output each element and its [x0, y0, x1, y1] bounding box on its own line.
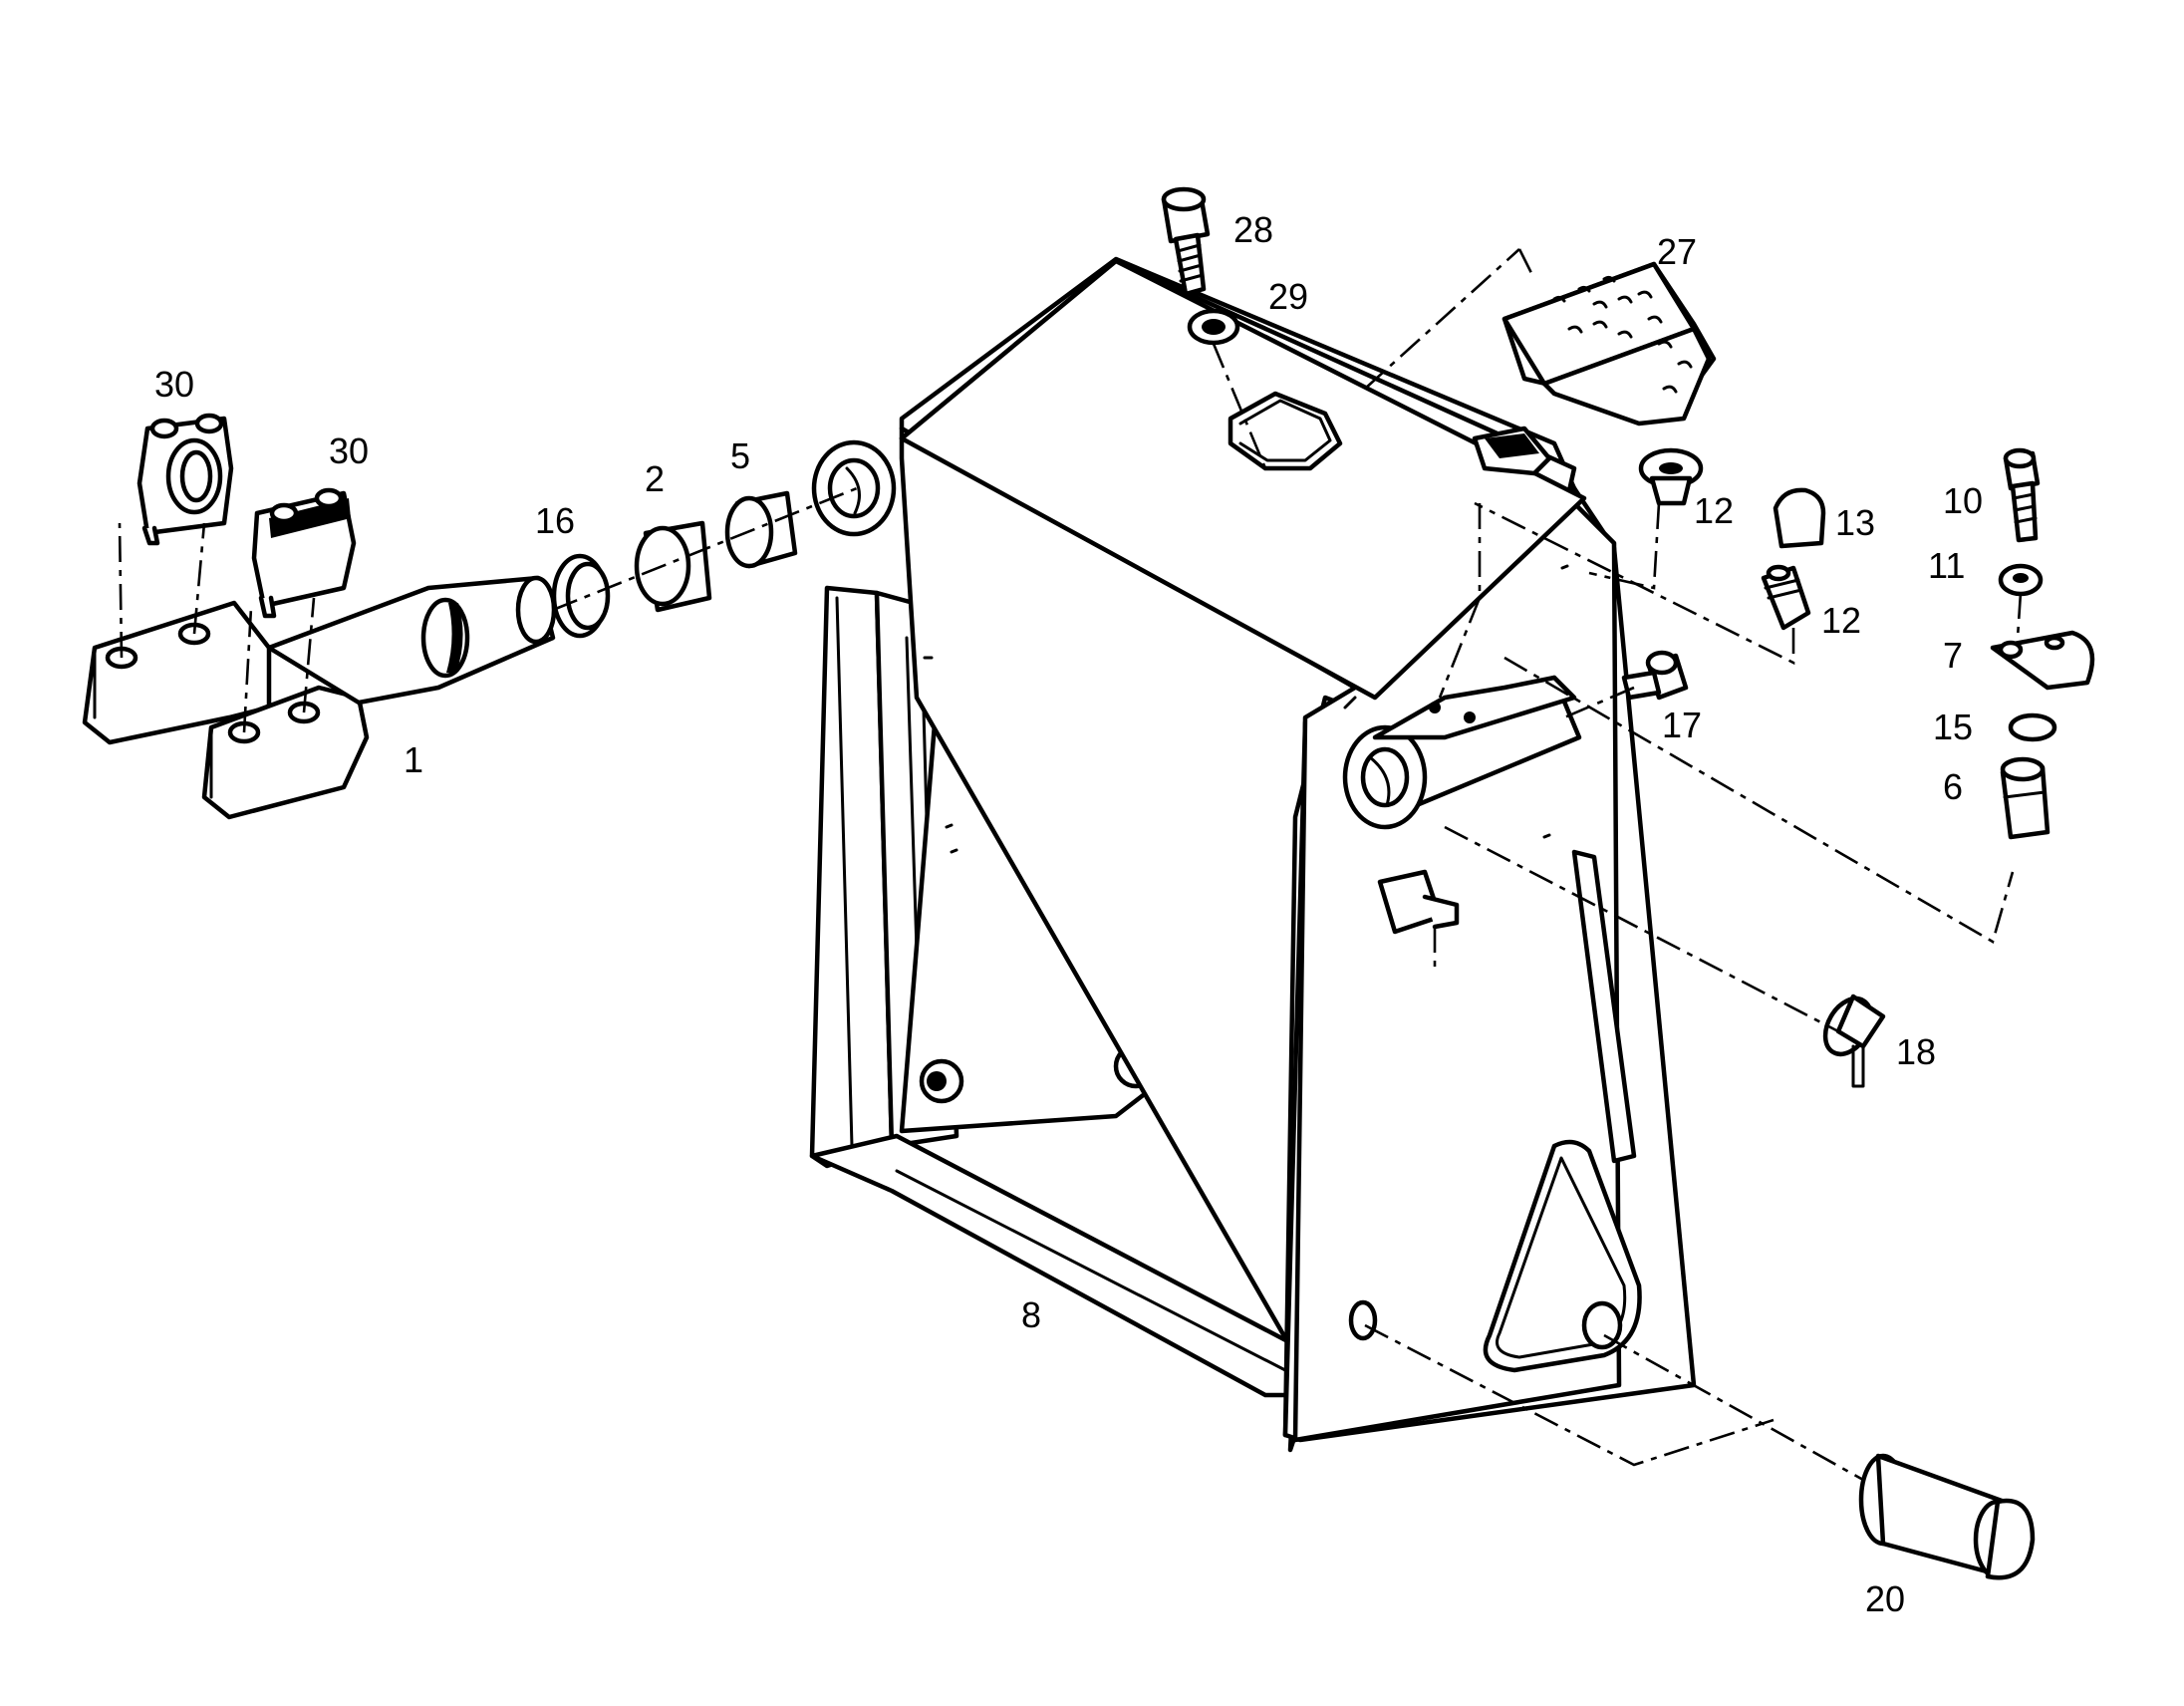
callout-20: 20	[1865, 1578, 1905, 1619]
callout-8: 8	[1021, 1294, 1041, 1335]
linch-pin	[1822, 994, 1886, 1088]
fittings-right	[1621, 447, 2095, 840]
callout-18: 18	[1896, 1031, 1936, 1072]
callout-16: 16	[535, 500, 575, 541]
leader-lines	[118, 248, 2023, 1482]
pivot-pin-20	[1858, 1453, 2036, 1580]
callout-28: 28	[1233, 209, 1273, 250]
callout-5: 5	[730, 435, 750, 476]
callout-12-upper: 12	[1694, 490, 1734, 531]
callout-13: 13	[1835, 502, 1875, 543]
mast-frame	[809, 256, 1697, 1453]
callout-29: 29	[1268, 276, 1308, 317]
callout-12-lower: 12	[1821, 600, 1861, 641]
callout-27: 27	[1657, 231, 1697, 272]
callout-17: 17	[1662, 705, 1702, 745]
bushings-and-seal	[551, 490, 798, 639]
bolt-and-washer-top	[1161, 186, 1240, 346]
callout-30-right: 30	[329, 430, 369, 471]
callout-15: 15	[1933, 707, 1973, 747]
callout-11: 11	[1928, 545, 1965, 586]
callout-2: 2	[645, 458, 665, 499]
valve-block	[1502, 261, 1717, 426]
callout-1: 1	[404, 739, 423, 780]
callout-10: 10	[1943, 480, 1983, 521]
callout-7: 7	[1943, 635, 1963, 676]
callout-labels: 1 2 5 6 7 8 10 11 12 12 13 15 16 17 18 2…	[154, 209, 1983, 1619]
callout-6: 6	[1943, 766, 1963, 807]
callout-30-left: 30	[154, 364, 194, 405]
pivot-pin-assembly	[82, 413, 557, 820]
